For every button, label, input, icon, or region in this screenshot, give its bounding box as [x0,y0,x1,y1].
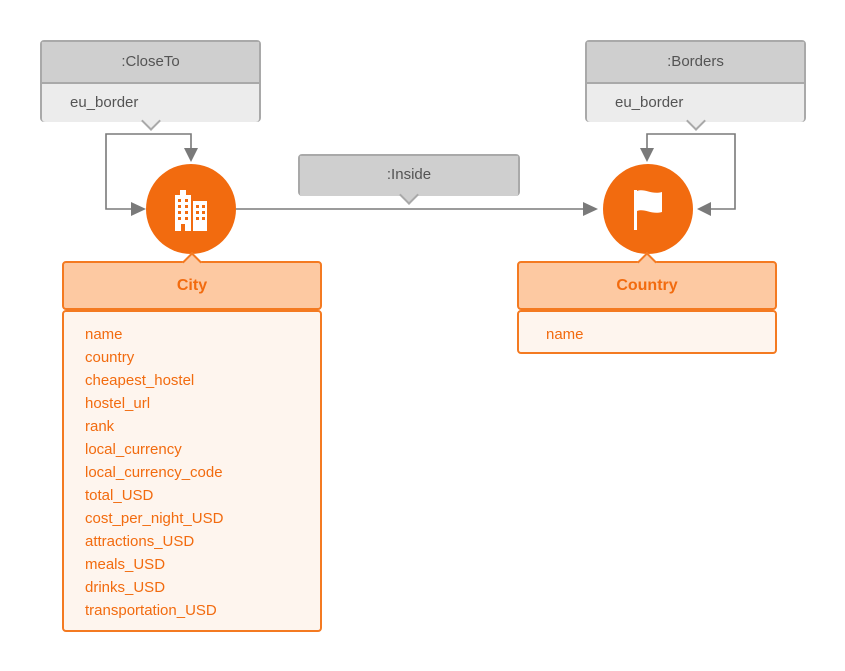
arrowhead-borders-right [697,202,711,216]
property-item: country [85,349,135,366]
property-item: rank [85,418,115,435]
arrowhead-inside [583,202,598,216]
property-item: cost_per_night_USD [85,510,224,527]
relationship-borders-label: :Borders [587,42,804,84]
flag-icon [634,190,662,230]
arrowhead-borders-top [640,148,654,162]
country-entity-header[interactable]: Country [517,252,777,310]
property-item: name [85,326,123,343]
relationship-inside[interactable]: :Inside [298,154,520,205]
relationship-close-to[interactable]: :CloseTo eu_border [40,40,261,131]
country-property-list: name [546,323,775,346]
property-item: hostel_url [85,395,151,412]
property-item: total_USD [85,487,154,504]
property-item: cheapest_hostel [85,372,195,389]
country-node[interactable] [603,164,693,254]
property-item: meals_USD [85,556,166,573]
edge-close-to-in [150,133,192,154]
property-item: transportation_USD [85,602,217,619]
edge-close-to-loop [105,133,150,210]
relationship-close-to-label: :CloseTo [42,42,259,84]
property-item: attractions_USD [85,533,195,550]
arrowhead-close-to-top [184,148,198,162]
city-node[interactable] [146,164,236,254]
edge-borders-out [646,133,697,154]
country-entity-title: Country [616,277,678,294]
property-item: drinks_USD [85,579,166,596]
property-item: name [546,326,584,343]
property-item: local_currency [85,441,182,458]
arrowhead-close-to-left [131,202,146,216]
buildings-icon [175,190,207,231]
edge-borders-loop [697,133,736,210]
country-properties-panel: name [517,310,777,354]
relationship-borders[interactable]: :Borders eu_border [585,40,806,131]
city-entity-header[interactable]: City [62,252,322,310]
property-item: local_currency_code [85,464,223,481]
city-entity-title: City [176,277,208,294]
